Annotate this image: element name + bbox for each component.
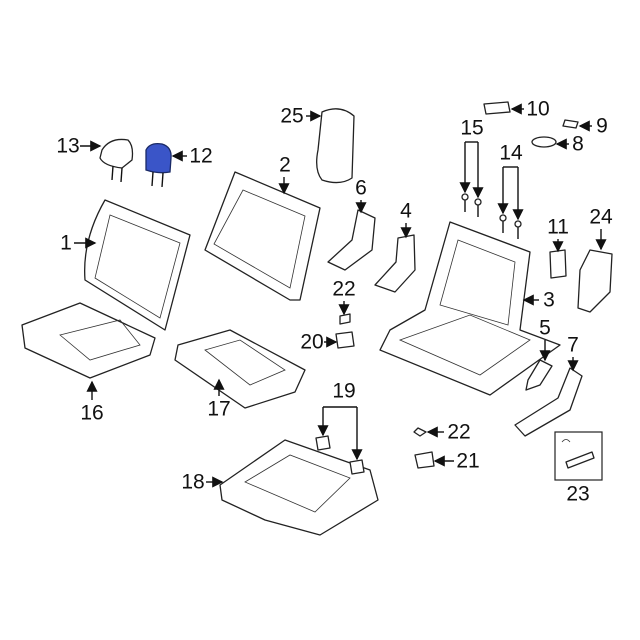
part-14-bolts[interactable] <box>499 214 522 239</box>
part-22-clip[interactable] <box>339 313 351 325</box>
part-22-clip-b[interactable] <box>413 427 427 437</box>
callout-16[interactable]: 16 <box>80 401 104 425</box>
part-16-cushion[interactable] <box>21 302 156 379</box>
callout-14[interactable]: 14 <box>499 141 523 165</box>
callout-8[interactable]: 8 <box>572 132 584 156</box>
callout-18[interactable]: 18 <box>181 470 205 494</box>
callout-21[interactable]: 21 <box>456 449 480 473</box>
part-25-armrest[interactable] <box>316 108 355 184</box>
callout-24[interactable]: 24 <box>589 205 613 229</box>
part-19-clip[interactable] <box>315 435 331 451</box>
callout-25[interactable]: 25 <box>280 104 304 128</box>
part-8[interactable] <box>531 136 557 148</box>
callout-3[interactable]: 3 <box>543 288 555 312</box>
callout-7[interactable]: 7 <box>567 333 579 357</box>
part-6-bracket[interactable] <box>327 209 376 271</box>
callout-4[interactable]: 4 <box>400 199 412 223</box>
part-23-kit[interactable] <box>554 431 603 481</box>
callout-15[interactable]: 15 <box>460 116 484 140</box>
part-3-seat-frame[interactable] <box>379 221 561 396</box>
part-18-frame[interactable] <box>219 439 379 536</box>
callout-12[interactable]: 12 <box>189 144 213 168</box>
part-13-headrest[interactable] <box>99 138 134 183</box>
callout-2[interactable]: 2 <box>279 153 291 177</box>
part-2-seatback-panel[interactable] <box>204 171 321 301</box>
callout-17[interactable]: 17 <box>207 397 231 421</box>
part-9[interactable] <box>562 119 579 129</box>
part-19-clip[interactable] <box>349 459 365 475</box>
callout-22[interactable]: 22 <box>332 277 356 301</box>
callout-6[interactable]: 6 <box>355 176 367 200</box>
callout-22-b[interactable]: 22 <box>447 420 471 444</box>
callout-9[interactable]: 9 <box>596 114 608 138</box>
leader-lines <box>74 103 607 488</box>
part-20-latch[interactable] <box>335 331 355 349</box>
callout-1[interactable]: 1 <box>60 231 72 255</box>
part-17-panel[interactable] <box>174 329 306 409</box>
part-7-trim[interactable] <box>514 367 583 437</box>
part-24-cover[interactable] <box>577 249 613 313</box>
callout-11[interactable]: 11 <box>547 215 569 239</box>
callout-10[interactable]: 10 <box>526 97 550 121</box>
part-5-bracket[interactable] <box>525 359 553 391</box>
callout-20[interactable]: 20 <box>300 330 324 354</box>
callout-13[interactable]: 13 <box>56 134 80 158</box>
part-21-latch[interactable] <box>414 451 435 469</box>
callout-23[interactable]: 23 <box>566 482 590 506</box>
part-15-bolts[interactable] <box>461 193 482 217</box>
part-4-bracket[interactable] <box>374 234 416 293</box>
callout-19[interactable]: 19 <box>332 379 356 403</box>
part-12-headrest-highlighted[interactable] <box>145 142 172 188</box>
part-11[interactable] <box>549 249 567 279</box>
part-10[interactable] <box>483 101 511 115</box>
callout-5[interactable]: 5 <box>539 316 551 340</box>
part-1-seatback[interactable] <box>84 199 191 331</box>
